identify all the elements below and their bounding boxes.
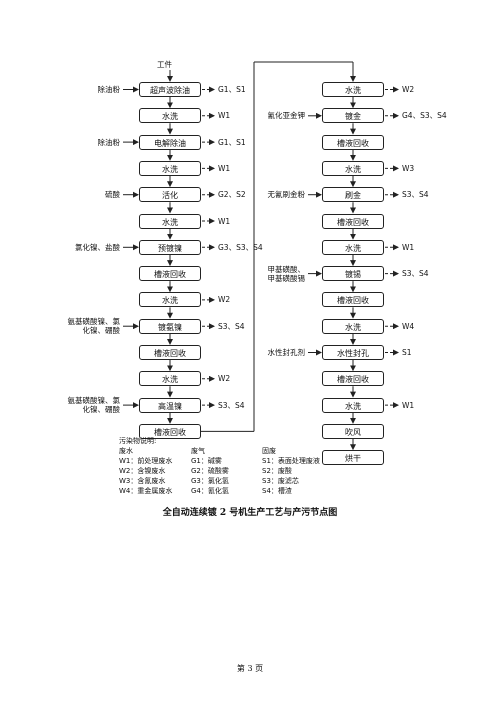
process-step-box: 预镀镍 [139,239,201,255]
pollutant-output-label: W1 [218,216,231,226]
legend-item: W4：重金属废水 [119,487,173,495]
legend-item: S1：表面处理废液 [262,457,320,465]
pollutant-output-label: W1 [402,242,415,252]
input-material-label: 氰化亚金钾 [267,111,306,121]
process-step-box: 槽液回收 [139,266,201,282]
legend-item: S2：废酸 [262,467,292,475]
pollutant-output-label: W1 [218,163,231,173]
pollutant-output-label: S1 [402,348,412,357]
input-material-label: 除油粉 [97,137,121,147]
pollutant-output-label: G2、S2 [218,190,246,200]
process-step-box: 槽液回收 [322,213,384,229]
input-material-label: 甲基磺酸、 甲基磺酸锡 [267,264,306,283]
legend-item: W1：前处理废水 [119,457,173,465]
pollutant-output-label: W1 [402,400,415,410]
process-step-box: 吹风 [322,423,384,439]
input-material-label: 硫酸 [105,190,120,200]
process-step-box: 水洗 [139,292,201,308]
legend-item: S3：废滤芯 [262,477,299,485]
process-step-box: 活化 [139,187,201,203]
process-step-box: 槽液回收 [322,371,384,387]
pollutant-output-label: W3 [402,163,415,173]
pollutant-output-label: S3、S4 [218,400,245,410]
pollutant-output-label: S3、S4 [402,190,429,200]
process-step-box: 高温镍 [139,397,201,413]
legend-item: G3：氯化氢 [191,477,229,485]
pollutant-output-label: W1 [218,111,231,121]
input-material-label: 水性封孔剂 [267,348,306,357]
legend-column-title: 废水 [119,447,133,455]
pollutant-output-label: G1、S1 [218,85,246,94]
process-step-box: 水洗 [322,318,384,334]
process-step-box: 烘干 [322,450,384,466]
input-material-label: 氨基磺酸镍、氯 化镍、硼酸 [67,317,121,336]
process-step-box: 镀氨镍 [139,318,201,334]
legend-item: G4：氰化氢 [191,487,229,495]
pollutant-output-label: G3、S3、S4 [218,242,263,252]
legend-item: G2：硫酸雾 [191,467,229,475]
input-material-label: 无氰刷金粉 [267,190,306,200]
input-material-label: 除油粉 [97,85,121,94]
process-step-box: 镀金 [322,108,384,124]
process-step-box: 水洗 [139,213,201,229]
process-step-box: 水洗 [139,160,201,176]
pollutant-output-label: W2 [218,374,231,384]
process-step-box: 槽液回收 [322,134,384,150]
legend-item: W2：含镍废水 [119,467,166,475]
legend-column-title: 废气 [191,447,205,455]
pollutant-output-label: S3、S4 [218,321,245,331]
process-step-box: 水洗 [139,371,201,387]
process-step-box: 超声波除油 [139,82,201,97]
pollutant-output-label: W2 [402,85,415,94]
process-step-box: 刷金 [322,187,384,203]
page-number: 第 3 页 [236,664,264,673]
legend-item: W3：含氰废水 [119,477,166,485]
process-step-box: 电解除油 [139,134,201,150]
process-step-box: 槽液回收 [322,292,384,308]
process-step-box: 水洗 [322,160,384,176]
diagram-title: 全自动连续镀 2 号机生产工艺与产污节点图 [162,508,338,518]
pollutant-output-label: S3、S4 [402,269,429,279]
process-step-box: 水性封孔 [322,345,384,360]
process-step-box: 水洗 [322,239,384,255]
process-step-box: 槽液回收 [139,345,201,360]
legend-column-title: 固废 [262,447,276,455]
pollutant-output-label: W2 [218,295,231,305]
pollutant-output-label: G4、S3、S4 [402,111,447,121]
process-step-box: 水洗 [322,82,384,97]
input-material-label: 氯化镍、盐酸 [75,242,120,252]
top-label-workpiece: 工件 [157,60,172,69]
process-step-box: 槽液回收 [139,423,201,439]
process-step-box: 水洗 [322,397,384,413]
pollutant-output-label: G1、S1 [218,137,246,147]
process-step-box: 水洗 [139,108,201,124]
legend-item: S4：槽渣 [262,487,292,495]
legend-heading: 污染物说明: [119,437,157,445]
process-step-box: 镀锡 [322,266,384,282]
pollutant-output-label: W4 [402,321,415,331]
input-material-label: 氨基磺酸镍、氯 化镍、硼酸 [67,396,121,415]
legend-item: G1：碱雾 [191,457,222,465]
